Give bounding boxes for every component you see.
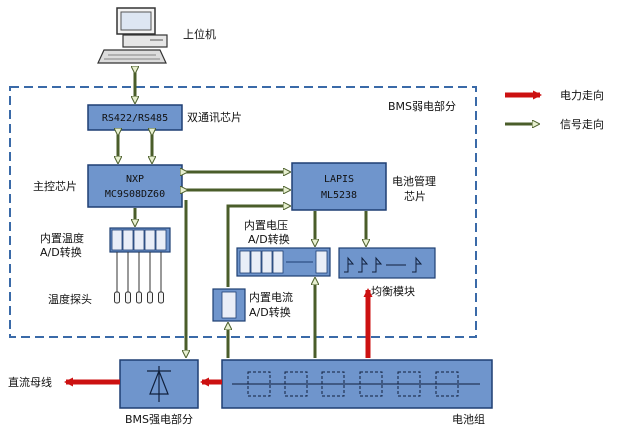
lapis-chip-line1: LAPIS	[324, 174, 354, 185]
balance-label: 均衡模块	[371, 285, 415, 298]
current-ad-block	[212, 288, 246, 322]
dc-bus-label: 直流母线	[8, 375, 52, 389]
signal-arrows	[118, 72, 366, 358]
rs-chip-label: RS422/RS485	[102, 113, 168, 124]
dual-comm-label: 双通讯芯片	[187, 110, 242, 124]
temp-ad-block	[109, 227, 171, 253]
lapis-chip-line2: ML5238	[321, 190, 357, 201]
voltage-ad-label-1: 内置电压	[244, 218, 288, 232]
main-ctrl-label: 主控芯片	[33, 179, 77, 193]
bms-weak-region	[9, 86, 477, 338]
temp-probes	[114, 252, 164, 304]
balance-module	[338, 247, 436, 279]
computer-icon	[97, 7, 168, 64]
legend: 电力走向 信号走向	[505, 88, 604, 131]
voltage-ad-block	[236, 247, 331, 277]
bms-weak-label: BMS弱电部分	[388, 99, 456, 113]
lapis-chip	[291, 162, 387, 211]
legend-power-label: 电力走向	[560, 88, 604, 102]
bms-strong-block	[119, 359, 199, 409]
battery-pack	[221, 359, 493, 409]
host-label: 上位机	[183, 27, 216, 41]
battery-mgmt-label-1: 电池管理	[392, 174, 436, 188]
nxp-chip-line2: MC9S08DZ60	[105, 189, 165, 200]
temp-probe-label: 温度探头	[48, 292, 92, 306]
current-ad-label-2: A/D转换	[249, 305, 291, 319]
battery-mgmt-label-2: 芯片	[404, 189, 426, 203]
temp-ad-label-1: 内置温度	[40, 231, 84, 245]
temp-ad-label-2: A/D转换	[40, 245, 82, 259]
nxp-chip-line1: NXP	[126, 174, 144, 185]
nxp-chip	[87, 164, 183, 208]
rs-chip	[87, 104, 183, 131]
current-ad-label-1: 内置电流	[249, 290, 293, 304]
bms-strong-label: BMS强电部分	[125, 412, 193, 426]
voltage-ad-label-2: A/D转换	[248, 232, 290, 246]
legend-signal-label: 信号走向	[560, 117, 604, 131]
battery-pack-label: 电池组	[452, 412, 485, 426]
